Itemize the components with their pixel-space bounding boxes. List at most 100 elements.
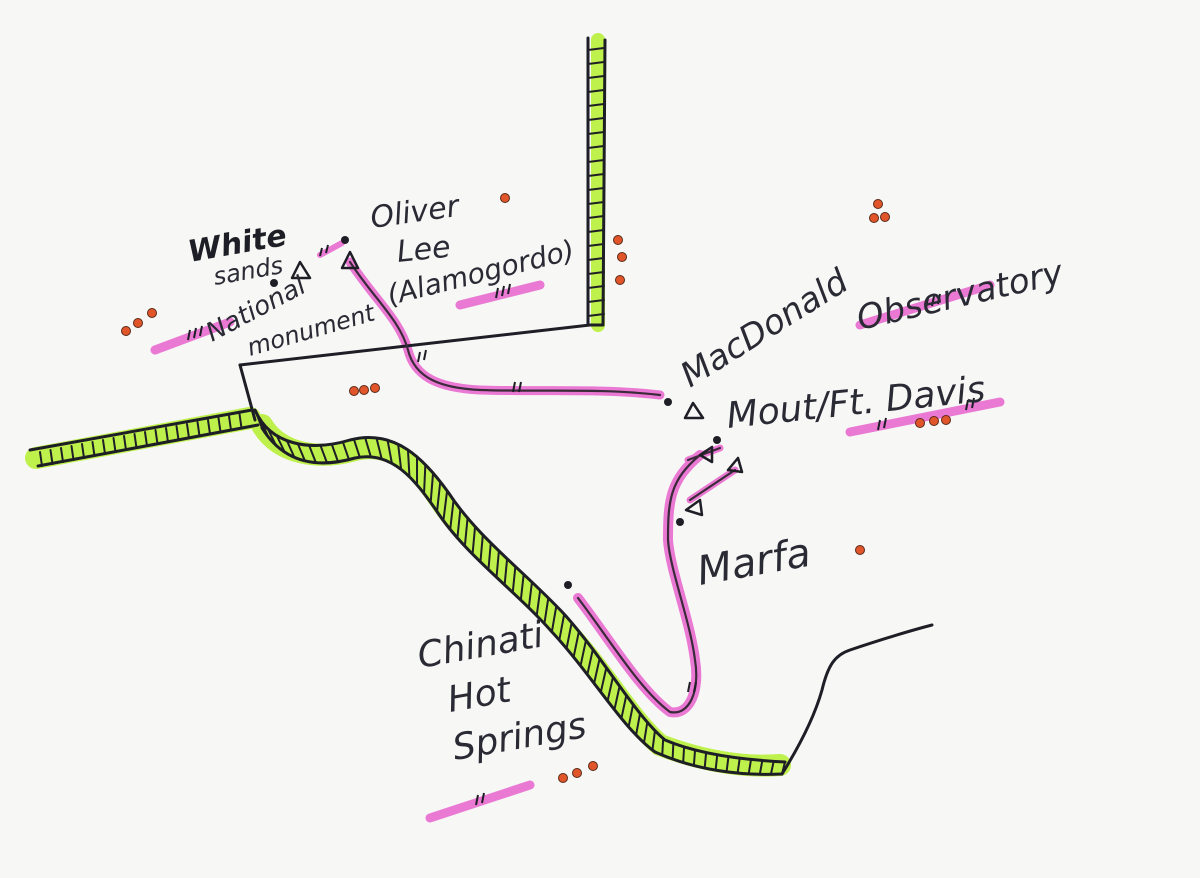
hatch-tick	[587, 145, 605, 149]
hatch-tick	[386, 439, 393, 465]
hatch-tick	[196, 421, 201, 437]
macdonald-line2: Observatory	[853, 252, 1068, 338]
hatch-tick	[692, 749, 697, 767]
hatch-tick	[550, 604, 558, 633]
hatch-tick	[587, 285, 605, 289]
hatch-tick	[39, 451, 43, 467]
hatch-tick	[479, 533, 484, 563]
hatch-tick	[587, 173, 605, 177]
hatch-tick	[154, 429, 159, 445]
hatch-tick	[165, 427, 169, 443]
hatch-marks	[39, 47, 786, 776]
hatch-tick	[593, 657, 601, 685]
hatch-tick	[175, 425, 180, 441]
hash-mark-icon	[187, 244, 975, 806]
hatch-tick	[449, 499, 455, 531]
hatch-tick	[471, 525, 477, 556]
hatch-tick	[266, 427, 277, 447]
hatch-tick	[587, 215, 605, 219]
hatch-tick	[651, 729, 656, 752]
hatch-tick	[613, 685, 621, 711]
hatch-tick	[661, 737, 665, 757]
hatch-tick	[330, 443, 340, 463]
hatch-tick	[527, 581, 533, 609]
hatch-tick	[91, 441, 96, 457]
hatch-tick	[254, 409, 263, 429]
hatch-tick	[352, 438, 361, 459]
hatch-tick	[682, 745, 686, 764]
hatch-tick	[587, 117, 605, 121]
hatch-tick	[423, 463, 427, 495]
hatch-tick	[736, 757, 741, 775]
hatch-tick	[456, 508, 462, 539]
hatch-tick	[781, 761, 786, 775]
hatch-tick	[112, 437, 117, 453]
decorative-dots	[121, 193, 951, 783]
hatch-tick	[587, 75, 605, 79]
hatch-tick	[123, 435, 127, 451]
hatch-tick	[587, 47, 605, 51]
chinati-line1: Chinati	[414, 614, 546, 676]
hatch-tick	[81, 443, 85, 459]
hatch-tick	[341, 440, 350, 461]
hatch-tick	[587, 229, 605, 233]
hatch-tick	[436, 480, 442, 513]
hatch-tick	[558, 613, 566, 642]
hatch-tick	[671, 742, 675, 761]
hatch-tick	[703, 751, 708, 770]
hatch-tick	[587, 257, 605, 261]
hatch-tick	[587, 201, 605, 205]
hatch-tick	[375, 436, 383, 460]
hatch-tick	[487, 541, 492, 571]
hatch-tick	[587, 271, 605, 275]
hatch-tick	[572, 630, 580, 659]
hatch-tick	[102, 439, 106, 455]
hatch-tick	[587, 159, 605, 163]
hatch-tick	[642, 721, 649, 744]
hatch-tick	[49, 449, 54, 465]
macdonald-line1: MacDonald	[674, 261, 856, 395]
hatch-tick	[747, 758, 753, 775]
hatch-tick	[259, 418, 270, 439]
hatch-tick	[296, 442, 306, 462]
hatch-tick	[587, 89, 605, 93]
hatch-tick	[543, 596, 550, 625]
oliver-lee-line1: Oliver	[368, 189, 462, 236]
hatch-tick	[144, 431, 148, 447]
hatch-tick	[587, 243, 605, 247]
oliver-lee-label: Oliver Lee (Alamogordo)	[368, 189, 577, 312]
hatch-tick	[207, 419, 211, 435]
hatch-tick	[627, 703, 635, 728]
hatch-tick	[511, 565, 517, 594]
hatch-tick	[186, 423, 190, 439]
hatch-tick	[406, 448, 411, 478]
triangle-tent-icon	[290, 250, 744, 517]
oliver-lee-line2: Lee	[395, 230, 452, 270]
hatch-tick	[769, 760, 775, 776]
hatch-tick	[587, 131, 605, 135]
white-sands-label: White sands National monument	[185, 218, 379, 362]
hatch-tick	[495, 549, 500, 579]
hatch-tick	[635, 712, 642, 737]
hatch-tick	[275, 434, 286, 454]
hatch-tick	[133, 433, 138, 449]
hatch-tick	[535, 588, 542, 617]
hatch-tick	[714, 753, 719, 772]
hatch-tick	[319, 444, 328, 464]
chinati-line2: Hot	[444, 669, 515, 721]
hatch-tick	[228, 415, 232, 431]
hatch-tick	[442, 489, 449, 522]
hatch-tick	[519, 573, 525, 602]
marfa-label: Marfa	[694, 530, 814, 595]
hatch-tick	[238, 413, 243, 429]
macdonald-label: MacDonald Observatory	[674, 252, 1068, 395]
hatch-tick	[217, 417, 222, 433]
hatch-tick	[587, 61, 605, 65]
hatch-tick	[285, 439, 296, 459]
hatch-tick	[60, 447, 64, 463]
hatch-tick	[606, 675, 614, 703]
hatch-tick	[70, 445, 75, 461]
hatch-tick	[586, 648, 594, 676]
hatch-tick	[463, 517, 469, 548]
